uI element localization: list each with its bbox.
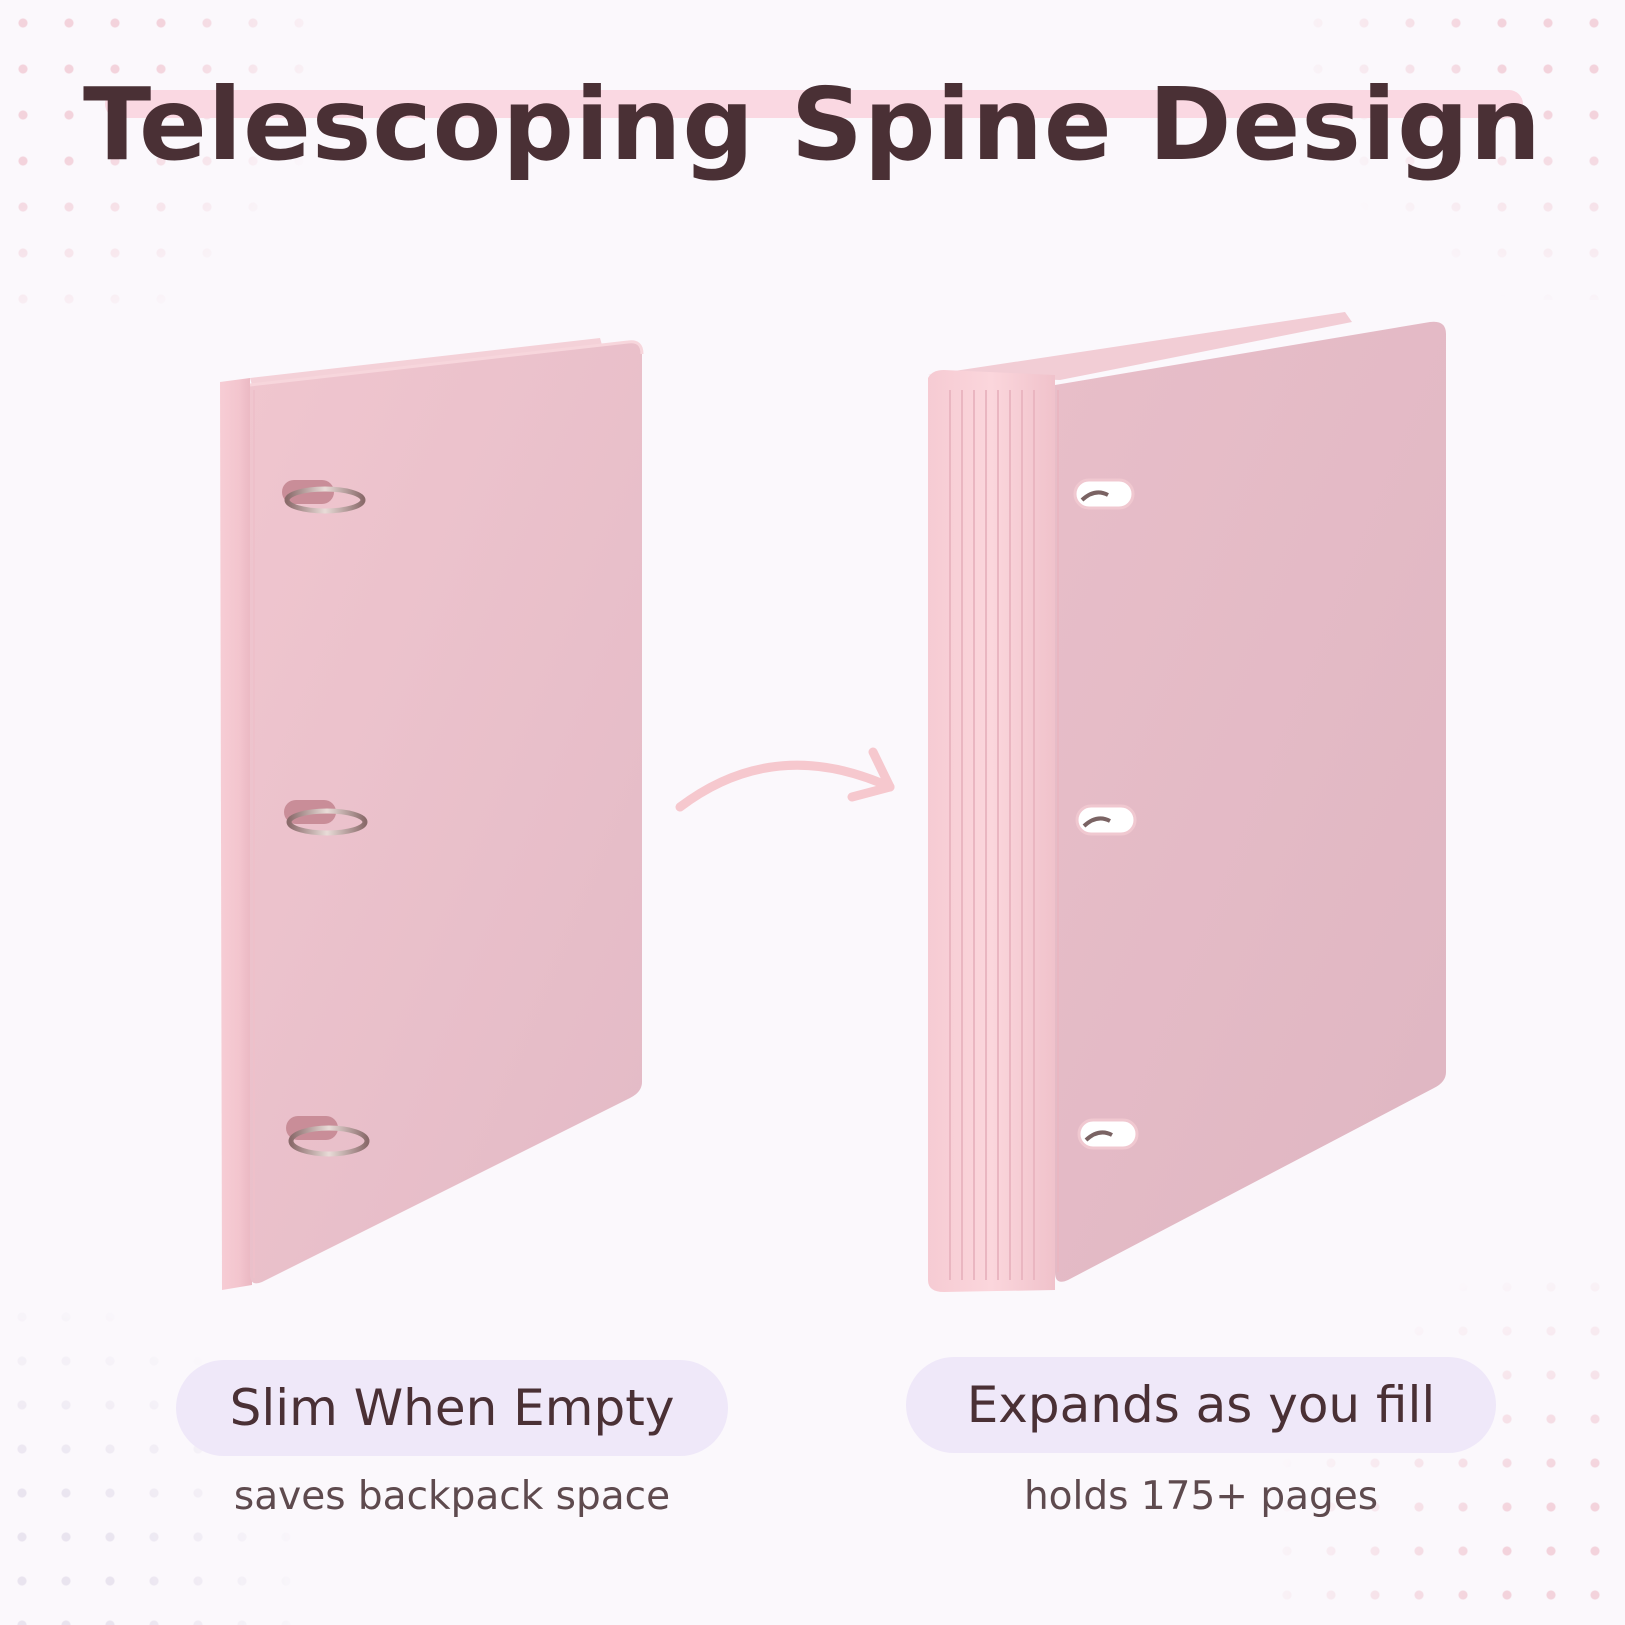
- title-highlight-bar: [105, 90, 1523, 118]
- arrow-icon: [675, 747, 895, 812]
- expands-label: Expands as you fill: [906, 1357, 1496, 1453]
- page-title: Telescoping Spine Design: [83, 66, 1542, 183]
- expanded-binder-image: [928, 312, 1446, 1292]
- binder-ring-middle: [284, 800, 368, 836]
- binder-ring-top: [282, 480, 366, 514]
- telescoping-spine-ridges: [949, 390, 1035, 1280]
- slim-when-empty-text: Slim When Empty: [229, 1379, 675, 1437]
- binder-ring-slot-bottom: [1077, 1118, 1139, 1150]
- expands-text: Expands as you fill: [966, 1376, 1436, 1434]
- title-container: Telescoping Spine Design: [0, 60, 1625, 190]
- binder-ring-slot-middle: [1075, 804, 1137, 836]
- binder-ring-slot-top: [1073, 478, 1135, 510]
- slim-caption: saves backpack space: [233, 1474, 671, 1519]
- binder-ring-bottom: [286, 1116, 370, 1157]
- slim-binder-image: [220, 338, 644, 1290]
- slim-when-empty-label: Slim When Empty: [176, 1360, 728, 1456]
- expands-caption: holds 175+ pages: [1023, 1474, 1379, 1519]
